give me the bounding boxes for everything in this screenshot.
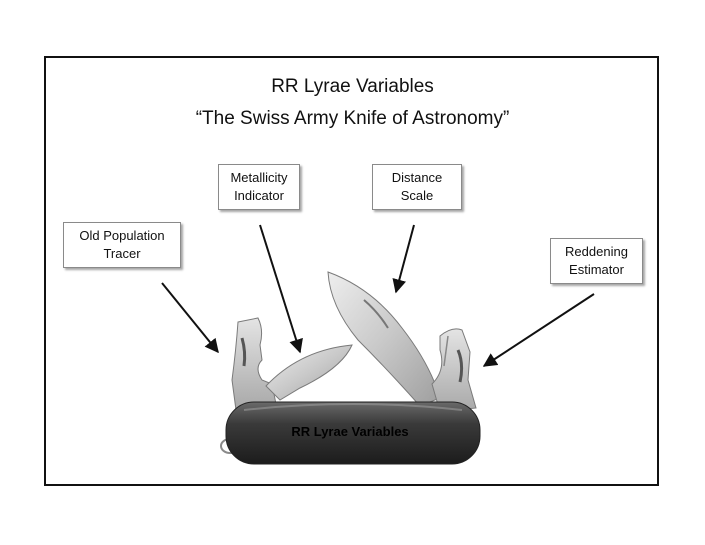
arrow-distance (392, 224, 415, 294)
label-line: Reddening (565, 244, 628, 259)
small-blade (265, 344, 353, 401)
left-opener-tool (231, 317, 277, 411)
large-blade (327, 271, 441, 407)
label-old-population-tracer: Old Population Tracer (63, 222, 181, 268)
label-distance-scale: Distance Scale (372, 164, 462, 210)
arrow-old-population (161, 282, 219, 354)
label-line: Scale (400, 188, 434, 203)
slide-title: RR Lyrae Variables (271, 76, 434, 97)
label-line: Metallicity (230, 170, 288, 185)
label-line: Tracer (103, 246, 141, 261)
label-line: Old Population (79, 228, 165, 243)
knife-handle-label: RR Lyrae Variables (291, 424, 408, 439)
label-line: Indicator (234, 188, 284, 203)
arrow-reddening (482, 293, 595, 367)
arrow-metallicity (259, 224, 303, 354)
right-opener-tool (431, 328, 477, 413)
slide-subtitle: “The Swiss Army Knife of Astronomy” (195, 108, 510, 129)
label-line: Estimator (569, 262, 624, 277)
label-line: Distance (391, 170, 443, 185)
label-reddening-estimator: Reddening Estimator (550, 238, 643, 284)
label-metallicity-indicator: Metallicity Indicator (218, 164, 300, 210)
knife-handle (225, 401, 481, 465)
